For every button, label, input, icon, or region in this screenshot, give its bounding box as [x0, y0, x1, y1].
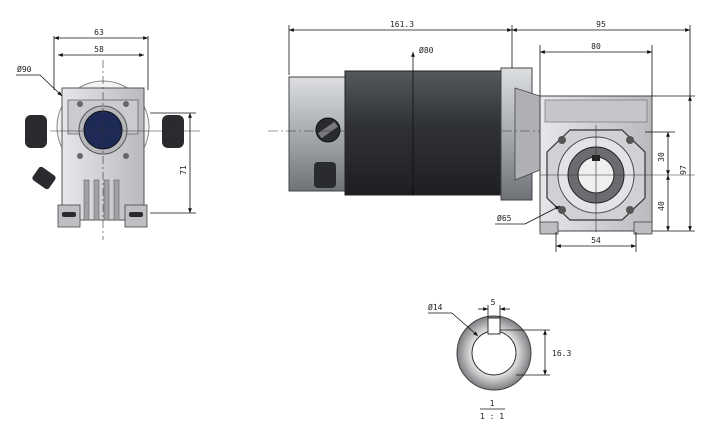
dim-label-14: Ø14 — [428, 302, 443, 312]
leader-14-arrow — [451, 312, 479, 337]
dim-label-71: 71 — [179, 165, 188, 175]
foot-slot-right — [129, 212, 143, 217]
shaft-keyway — [487, 317, 501, 335]
dim-label-5: 5 — [491, 298, 496, 307]
gearbox-foot-right — [633, 221, 653, 235]
dim-label-30: 30 — [657, 152, 666, 162]
shaft-detail: 5 Ø14 16.3 1 1 : 1 — [428, 298, 571, 421]
shaft-bore — [471, 330, 517, 376]
cable-entry — [314, 162, 336, 188]
dim-label-16: 16.3 — [552, 349, 571, 358]
dim-label-161: 161.3 — [390, 20, 414, 29]
front-bolt — [77, 153, 83, 159]
gearbox-view: 95 80 97 30 40 Ø65 54 — [495, 20, 695, 252]
front-fins — [83, 179, 120, 221]
leader-65-arrow — [524, 205, 561, 225]
front-bolt — [123, 153, 129, 159]
gearbox-bolt — [626, 136, 634, 144]
dim-label-90: Ø90 — [17, 64, 32, 74]
left-lug — [25, 115, 47, 148]
detail-view-label: 1 — [490, 399, 495, 408]
dim-label-54: 54 — [591, 236, 601, 245]
dim-label-58: 58 — [94, 45, 104, 54]
dim-label-63: 63 — [94, 28, 104, 37]
motor-body — [344, 70, 502, 196]
gearbox-bolt — [558, 206, 566, 214]
gearbox-foot-left — [539, 221, 559, 235]
detail-view-scale: 1 : 1 — [480, 412, 504, 421]
leader-90-arrow — [39, 74, 63, 97]
dim-label-95: 95 — [596, 20, 606, 29]
dim-label-40: 40 — [657, 201, 666, 211]
front-view: 63 58 Ø90 71 — [16, 28, 200, 240]
gearbox-top-rib — [544, 99, 648, 123]
cable-gland — [32, 166, 56, 190]
right-lug — [162, 115, 184, 148]
gearbox-bolt — [626, 206, 634, 214]
dim-label-80-gb: 80 — [591, 42, 601, 51]
dim-label-97: 97 — [679, 165, 688, 175]
foot-slot-left — [62, 212, 76, 217]
dim-label-65: Ø65 — [497, 213, 512, 223]
gearbox-bolt — [558, 136, 566, 144]
front-bolt — [77, 101, 83, 107]
dim-label-80: Ø80 — [419, 45, 434, 55]
side-view: Ø80 161.3 — [268, 20, 545, 201]
brush-slot — [318, 121, 338, 139]
flange-taper — [514, 87, 541, 181]
front-bolt — [123, 101, 129, 107]
